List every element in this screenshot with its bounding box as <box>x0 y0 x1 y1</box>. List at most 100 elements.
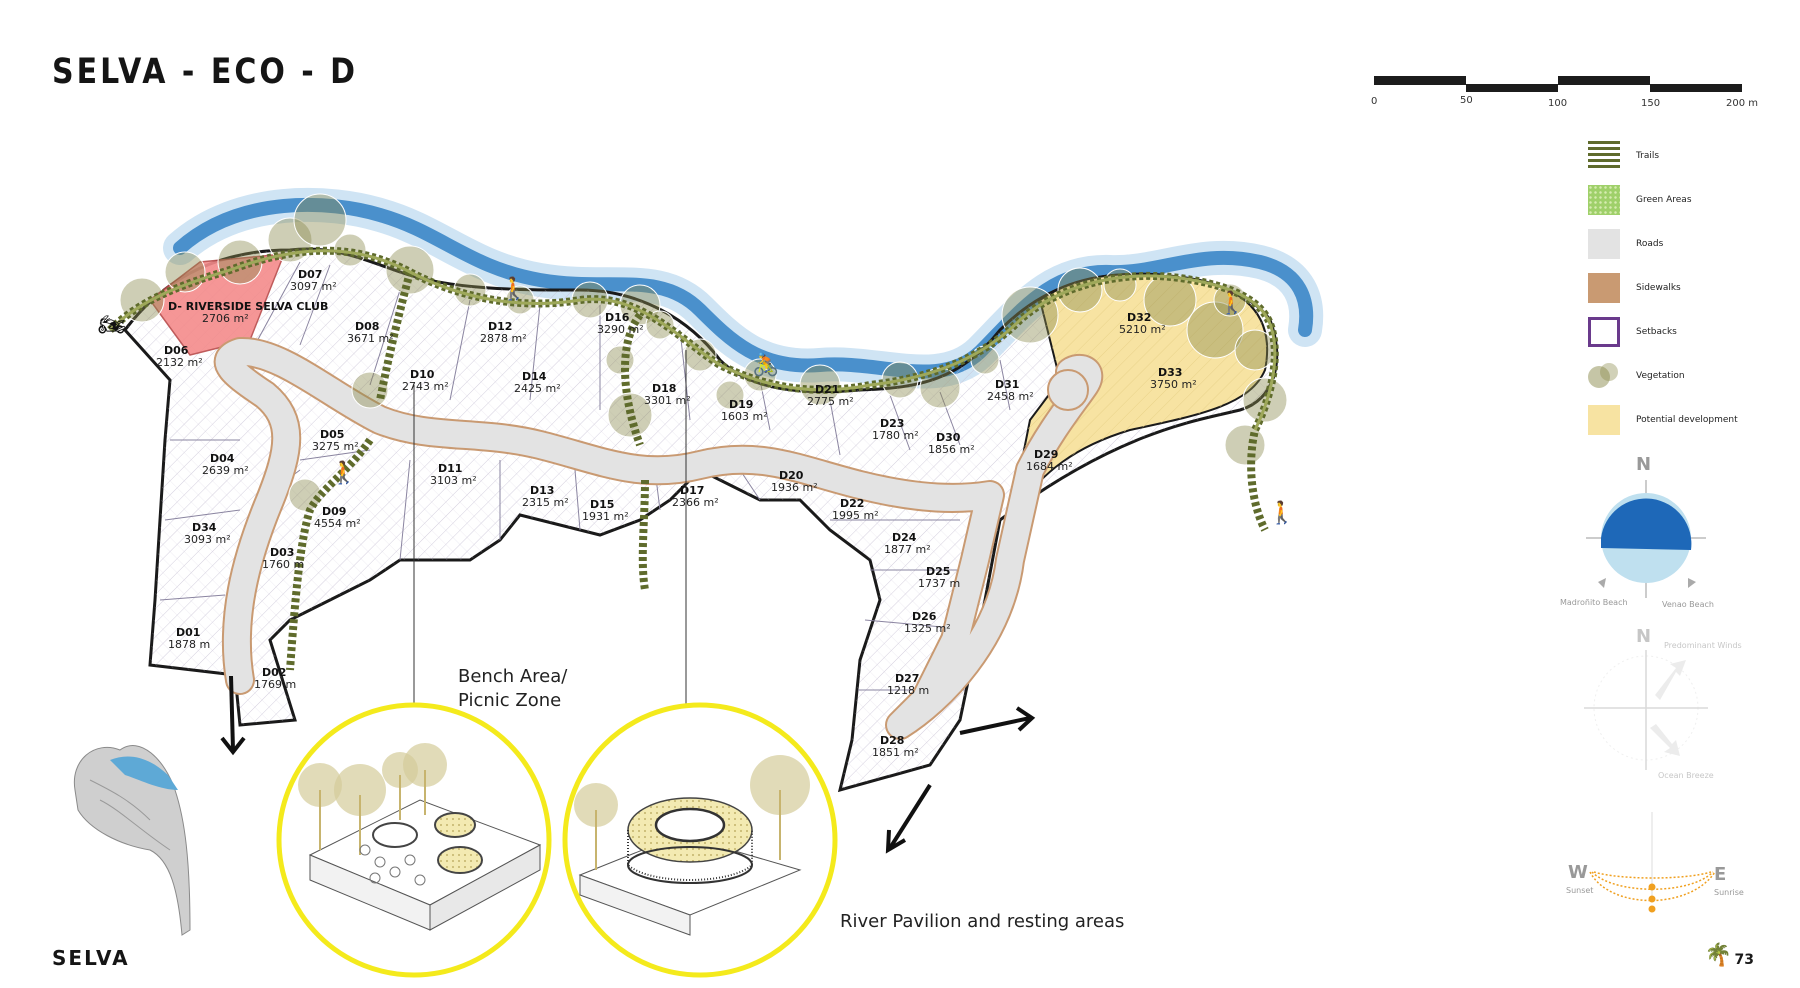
lot-d09-name: D09 <box>322 505 346 518</box>
lot-d19-area: 1603 m² <box>721 410 768 423</box>
lot-d33-name: D33 <box>1158 366 1182 379</box>
lot-d32-area: 5210 m² <box>1119 323 1166 336</box>
lot-d31-area: 2458 m² <box>987 390 1034 403</box>
lot-d05-area: 3275 m² <box>312 440 359 453</box>
hiker-icon-trail-end: 🚶 <box>1268 500 1295 525</box>
club-name: D- RIVERSIDE SELVA CLUB <box>168 300 328 313</box>
lot-d07-name: D07 <box>298 268 322 281</box>
legend-item-potential-development: Potential development <box>1588 398 1788 442</box>
lot-d17-area: 2366 m² <box>672 496 719 509</box>
lot-d15-area: 1931 m² <box>582 510 629 523</box>
svg-text:🚶: 🚶 <box>1218 290 1245 315</box>
palm-tree-icon: 🌴 <box>1704 942 1732 967</box>
bench-area-line2: Picnic Zone <box>458 690 562 711</box>
lot-d28-name: D28 <box>880 734 904 747</box>
lot-d04-area: 2639 m² <box>202 464 249 477</box>
brand-footer: SELVA <box>52 946 130 970</box>
hiker-icon: 🚶 <box>500 276 527 301</box>
lot-d22-name: D22 <box>840 497 864 510</box>
lot-d08-name: D08 <box>355 320 379 333</box>
lot-d27-name: D27 <box>895 672 919 685</box>
scale-bar: 0 50 100 150 200 m <box>1371 76 1758 109</box>
lot-d06-name: D06 <box>164 344 189 357</box>
lot-d05-name: D05 <box>320 428 344 441</box>
sidewalks-swatch <box>1588 273 1620 303</box>
lot-d03-area: 1760 m <box>262 558 304 571</box>
hiker-icon-east: 🚶 <box>1218 290 1245 315</box>
potential-development-swatch <box>1588 405 1620 435</box>
lot-d30-area: 1856 m² <box>928 443 975 456</box>
east-label: E <box>1714 864 1726 885</box>
lot-d15-name: D15 <box>590 498 614 511</box>
page-title: SELVA - ECO - D <box>52 52 359 93</box>
legend-item-trails: Trails <box>1588 134 1788 178</box>
lot-d34-area: 3093 m² <box>184 533 231 546</box>
scale-label-50: 50 <box>1460 95 1473 106</box>
legend-item-vegetation: Vegetation <box>1588 354 1788 398</box>
scale-label-100: 100 <box>1548 98 1567 109</box>
terrain-thumbnail <box>73 745 191 936</box>
sunrise-label: Sunrise <box>1714 888 1744 897</box>
svg-text:🚴: 🚴 <box>752 352 779 377</box>
lot-d26-name: D26 <box>912 610 937 623</box>
lot-d20-area: 1936 m² <box>771 481 818 494</box>
river-channel <box>173 197 1314 379</box>
lot-d10-area: 2743 m² <box>402 380 449 393</box>
bicycle-icon: 🚴 <box>752 352 779 377</box>
setbacks-swatch <box>1588 317 1620 347</box>
map-legend: Trails Green Areas Roads Sidewalks Setba… <box>1588 134 1788 442</box>
lot-d13-area: 2315 m² <box>522 496 569 509</box>
lot-d21-area: 2775 m² <box>807 395 854 408</box>
lot-d26-area: 1325 m² <box>904 622 951 635</box>
lot-d12-area: 2878 m² <box>480 332 527 345</box>
trails-swatch-icon <box>1588 141 1620 171</box>
lot-d12-name: D12 <box>488 320 512 333</box>
lot-d32-name: D32 <box>1127 311 1151 324</box>
sun-path: W E Sunset Sunrise <box>1566 812 1744 913</box>
vegetation-swatch-icon <box>1588 361 1620 391</box>
legend-item-roads: Roads <box>1588 222 1788 266</box>
lot-d11-name: D11 <box>438 462 462 475</box>
venao-beach-label: Venao Beach <box>1662 600 1714 609</box>
west-label: W <box>1568 862 1588 883</box>
lot-d10-name: D10 <box>410 368 435 381</box>
lot-d01-area: 1878 m <box>168 638 210 651</box>
pavilion-sketch <box>574 755 810 936</box>
club-area: 2706 m² <box>202 312 249 325</box>
lot-d03-name: D03 <box>270 546 294 559</box>
bench-area-callout: Bench Area/ Picnic Zone <box>458 665 567 713</box>
trail-centerline <box>108 249 1277 431</box>
wind-rose: N Predominant Winds Ocean Breeze <box>1584 626 1742 780</box>
lot-d14-area: 2425 m² <box>514 382 561 395</box>
lot-d19-name: D19 <box>729 398 753 411</box>
lot-d01-name: D01 <box>176 626 200 639</box>
green-areas-swatch <box>1588 185 1620 215</box>
roads-swatch <box>1588 229 1620 259</box>
lot-d04-name: D04 <box>210 452 235 465</box>
road-cul-de-sac <box>1047 369 1089 411</box>
lot-d07-area: 3097 m² <box>290 280 337 293</box>
svg-text:🚶: 🚶 <box>500 276 527 301</box>
svg-text:🚶: 🚶 <box>330 460 357 485</box>
svg-text:🏍: 🏍 <box>98 312 126 337</box>
lot-d16-name: D16 <box>605 311 630 324</box>
lot-d06-area: 2132 m² <box>156 356 203 369</box>
lot-d24-area: 1877 m² <box>884 543 931 556</box>
predominant-winds-label: Predominant Winds <box>1664 641 1742 650</box>
legend-item-green-areas: Green Areas <box>1588 178 1788 222</box>
lot-d21-name: D21 <box>815 383 839 396</box>
lot-d22-area: 1995 m² <box>832 509 879 522</box>
motorbike-icon: 🏍 <box>98 312 126 337</box>
lot-d25-area: 1737 m <box>918 577 960 590</box>
orientation-compass: N Madroñito Beach Venao Beach <box>1560 454 1714 609</box>
riverside-club-parcel <box>148 253 286 356</box>
bench-area-line1: Bench Area/ <box>458 666 568 687</box>
lot-d18-name: D18 <box>652 382 676 395</box>
scale-label-0: 0 <box>1371 96 1377 107</box>
lot-d20-name: D20 <box>779 469 804 482</box>
compass-north-label: N <box>1636 454 1651 475</box>
vegetation-group <box>119 193 1288 512</box>
page-number: 73 <box>1734 952 1754 968</box>
lot-d09-area: 4554 m² <box>314 517 361 530</box>
